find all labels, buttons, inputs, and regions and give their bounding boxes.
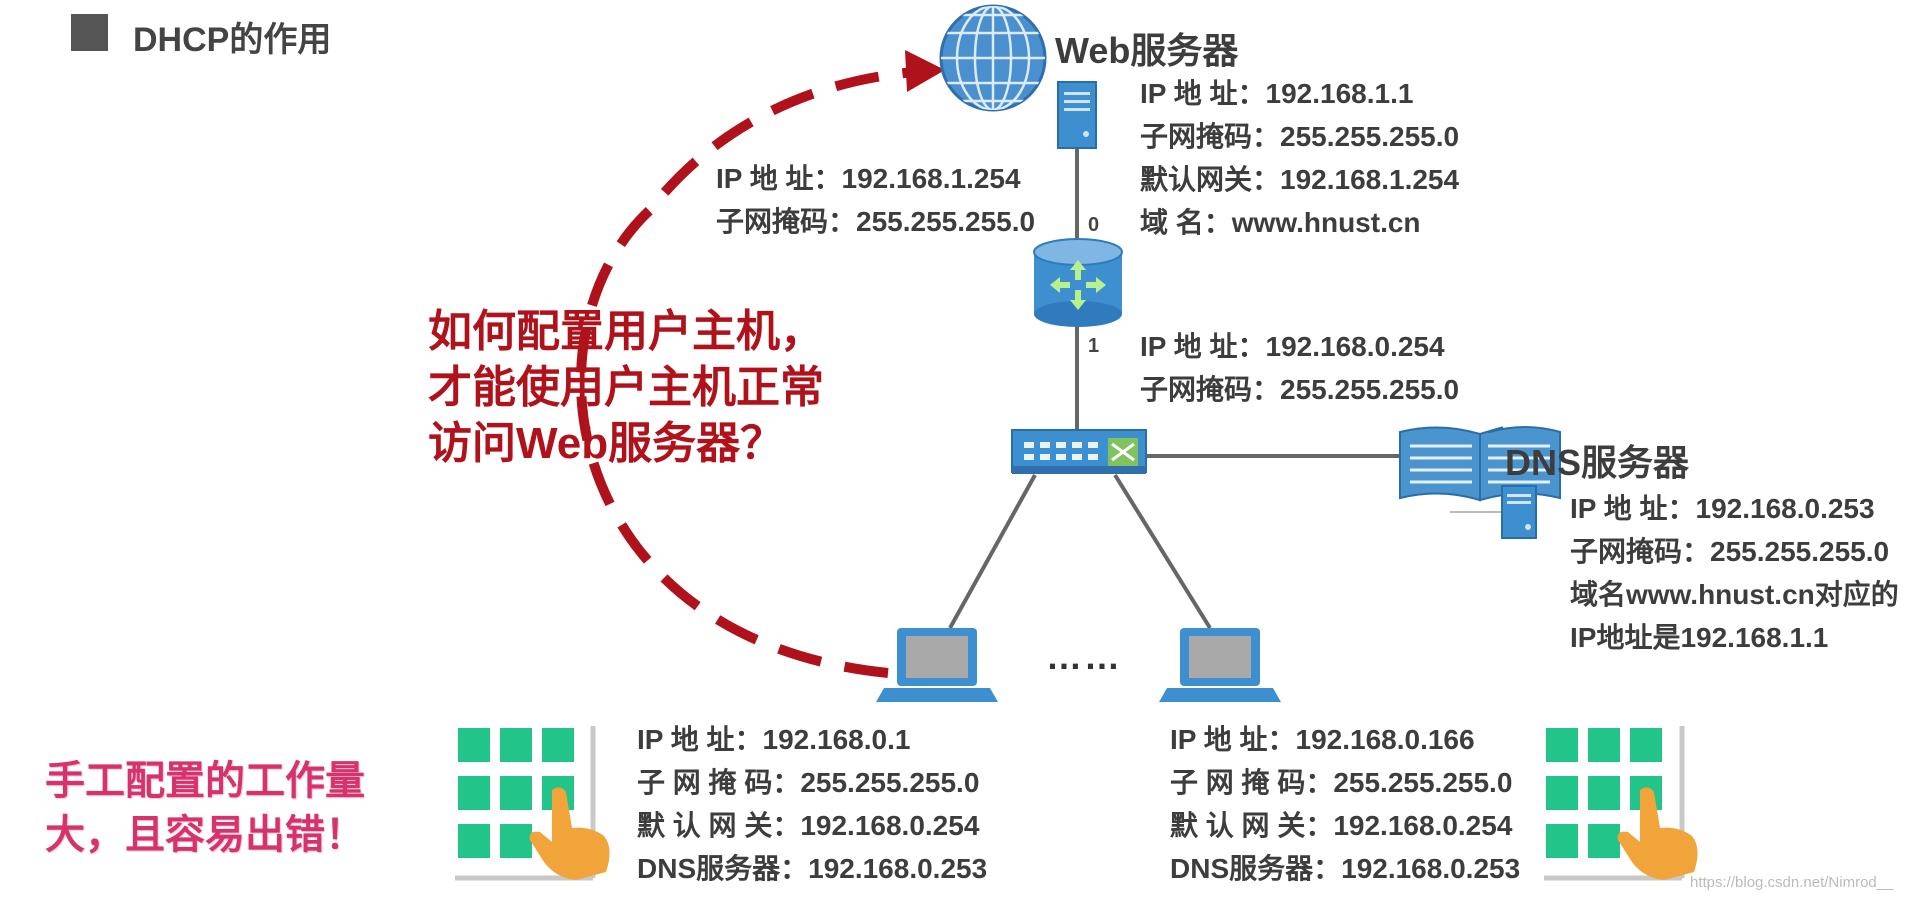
host-right-laptop-icon [1159,628,1281,702]
warning-line: 大，且容易出错！ [45,813,365,857]
warning-text: 手工配置的工作量 大，且容易出错！ [45,754,365,862]
router-port1-mask: 子网掩码：255.255.255.0 [1140,374,1460,405]
dns-directory-icon [1399,426,1561,513]
dns-server-ip: IP 地 址：192.168.0.253 [1570,493,1875,524]
router-icon [1033,238,1123,327]
switch-icon [1011,429,1147,474]
question-text: 如何配置用户主机， 才能使用户主机正常 访问Web服务器？ [428,304,824,472]
host-right-mask: 子 网 掩 码：255.255.255.0 [1170,767,1513,798]
host-right-dns: DNS服务器：192.168.0.253 [1170,853,1521,884]
keypad-left-icon [455,726,610,881]
router-port1-config: IP 地 址：192.168.0.254 子网掩码：255.255.255.0 [1140,325,1459,411]
question-line: 访问Web服务器？ [428,419,785,468]
dns-server-icon [1501,485,1537,539]
web-server-mask: 子网掩码：255.255.255.0 [1140,121,1460,152]
web-server-config: IP 地 址：192.168.1.1 子网掩码：255.255.255.0 默认… [1140,72,1459,244]
web-server-ip: IP 地 址：192.168.1.1 [1140,78,1414,109]
router-port0-mask: 子网掩码：255.255.255.0 [716,206,1036,237]
host-right-gateway: 默 认 网 关：192.168.0.254 [1170,810,1513,841]
web-server-label: Web服务器 [1055,30,1239,71]
warning-line: 手工配置的工作量 [45,759,365,803]
host-left-gateway: 默 认 网 关：192.168.0.254 [637,810,980,841]
question-line: 才能使用户主机正常 [428,363,824,412]
host-left-ip: IP 地 址：192.168.0.1 [637,724,911,755]
web-server-domain: 域 名：www.hnust.cn [1140,207,1421,238]
router-port0-label: 0 [1088,214,1100,236]
watermark: https://blog.csdn.net/Nimrod__ [1690,874,1894,891]
dns-server-mask: 子网掩码：255.255.255.0 [1570,536,1890,567]
router-port0-ip: IP 地 址：192.168.1.254 [716,163,1021,194]
arrowhead-icon [905,50,945,92]
dns-record-ip: IP地址是192.168.1.1 [1570,622,1829,653]
keypad-right-icon [1544,726,1698,881]
globe-icon [939,4,1047,112]
web-server-icon [1057,81,1097,149]
host-right-ip: IP 地 址：192.168.0.166 [1170,724,1475,755]
request-arrow [575,67,916,678]
web-server-gateway: 默认网关：192.168.1.254 [1140,164,1460,195]
host-left-mask: 子 网 掩 码：255.255.255.0 [637,767,980,798]
dns-record: 域名www.hnust.cn对应的 [1570,579,1899,610]
title-bullet [71,14,108,51]
question-line: 如何配置用户主机， [428,307,824,356]
dns-server-label: DNS服务器 [1505,442,1690,483]
host-left-config: IP 地 址：192.168.0.1 子 网 掩 码：255.255.255.0… [637,718,987,890]
dns-server-config: IP 地 址：192.168.0.253 子网掩码：255.255.255.0 … [1570,487,1899,659]
host-left-dns: DNS服务器：192.168.0.253 [637,853,988,884]
router-port1-label: 1 [1088,335,1100,357]
hand-icon [1617,787,1698,880]
host-left-laptop-icon [876,628,998,702]
router-port0-config: IP 地 址：192.168.1.254 子网掩码：255.255.255.0 [716,157,1035,243]
host-right-config: IP 地 址：192.168.0.166 子 网 掩 码：255.255.255… [1170,718,1520,890]
more-hosts-ellipsis: …… [1046,636,1122,677]
page-title: DHCP的作用 [133,21,332,59]
router-port1-ip: IP 地 址：192.168.0.254 [1140,331,1445,362]
link-switch-host-left [948,474,1037,629]
hand-icon [529,787,610,880]
link-switch-host-right [1113,473,1212,630]
